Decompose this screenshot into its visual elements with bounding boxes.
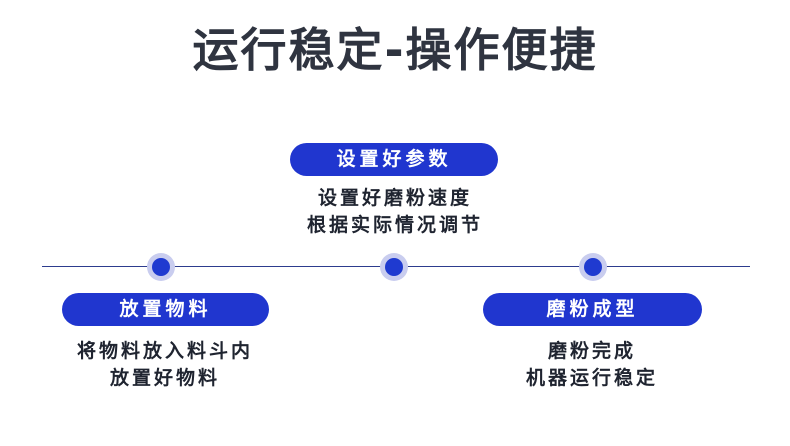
step-description-line: 根据实际情况调节	[306, 214, 483, 236]
timeline-node-right	[579, 253, 607, 281]
step-description-line: 放置好物料	[109, 367, 220, 389]
page-title: 运行稳定-操作便捷	[192, 23, 598, 77]
step-description-line: 磨粉完成	[547, 340, 636, 362]
step-description-set-params: 设置好磨粉速度 根据实际情况调节	[250, 185, 540, 239]
step-label-grinding-forming: 磨粉成型	[483, 293, 702, 326]
timeline-node-left	[147, 253, 175, 281]
step-description-line: 将物料放入料斗内	[76, 340, 253, 362]
step-label-place-material: 放置物料	[62, 293, 269, 326]
timeline-node-center	[380, 253, 408, 281]
step-description-line: 设置好磨粉速度	[317, 187, 472, 209]
step-description-place-material: 将物料放入料斗内 放置好物料	[20, 338, 310, 392]
step-description-grinding-forming: 磨粉完成 机器运行稳定	[447, 338, 737, 392]
step-description-line: 机器运行稳定	[525, 367, 658, 389]
step-label-set-params: 设置好参数	[290, 143, 498, 176]
